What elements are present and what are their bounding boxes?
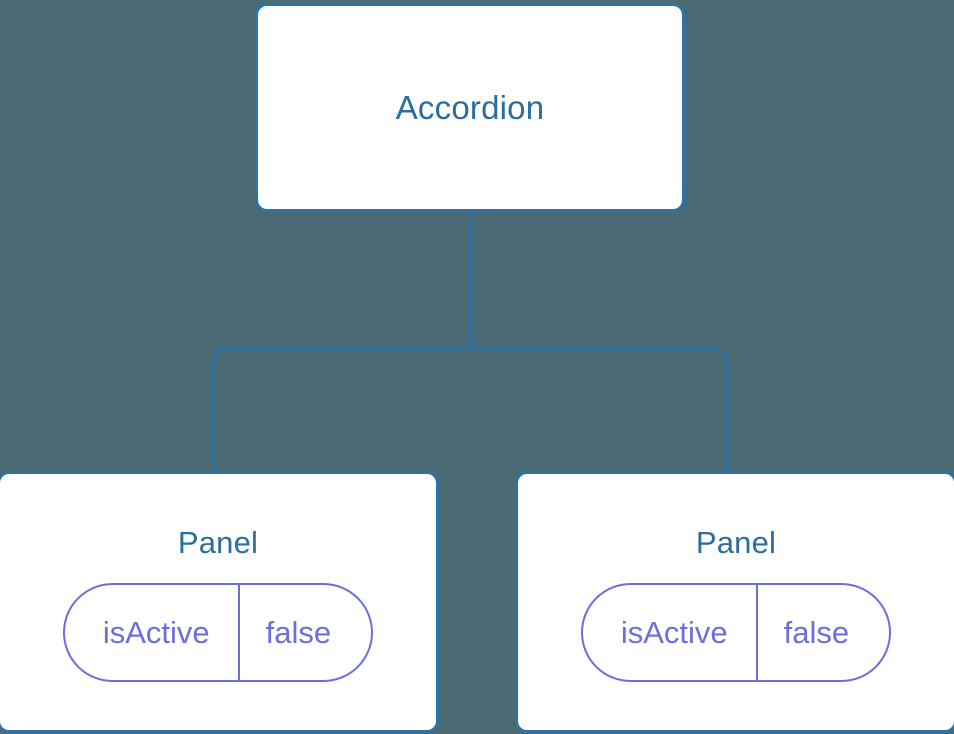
node-panel-right[interactable]: Panel isActive false [515, 471, 954, 733]
node-panel-left-title: Panel [177, 525, 259, 560]
node-accordion[interactable]: Accordion [255, 3, 685, 212]
state-pill-right-key: isActive [583, 585, 758, 680]
node-panel-right-title: Panel [695, 525, 777, 560]
node-panel-left[interactable]: Panel isActive false [0, 471, 439, 733]
state-pill-right[interactable]: isActive false [580, 583, 892, 682]
connector-child-bus [211, 346, 729, 474]
state-pill-left[interactable]: isActive false [62, 583, 374, 682]
state-pill-left-value: false [265, 615, 332, 650]
node-accordion-title: Accordion [395, 89, 545, 126]
state-pill-left-key: isActive [65, 585, 240, 680]
state-pill-right-value: false [783, 615, 850, 650]
